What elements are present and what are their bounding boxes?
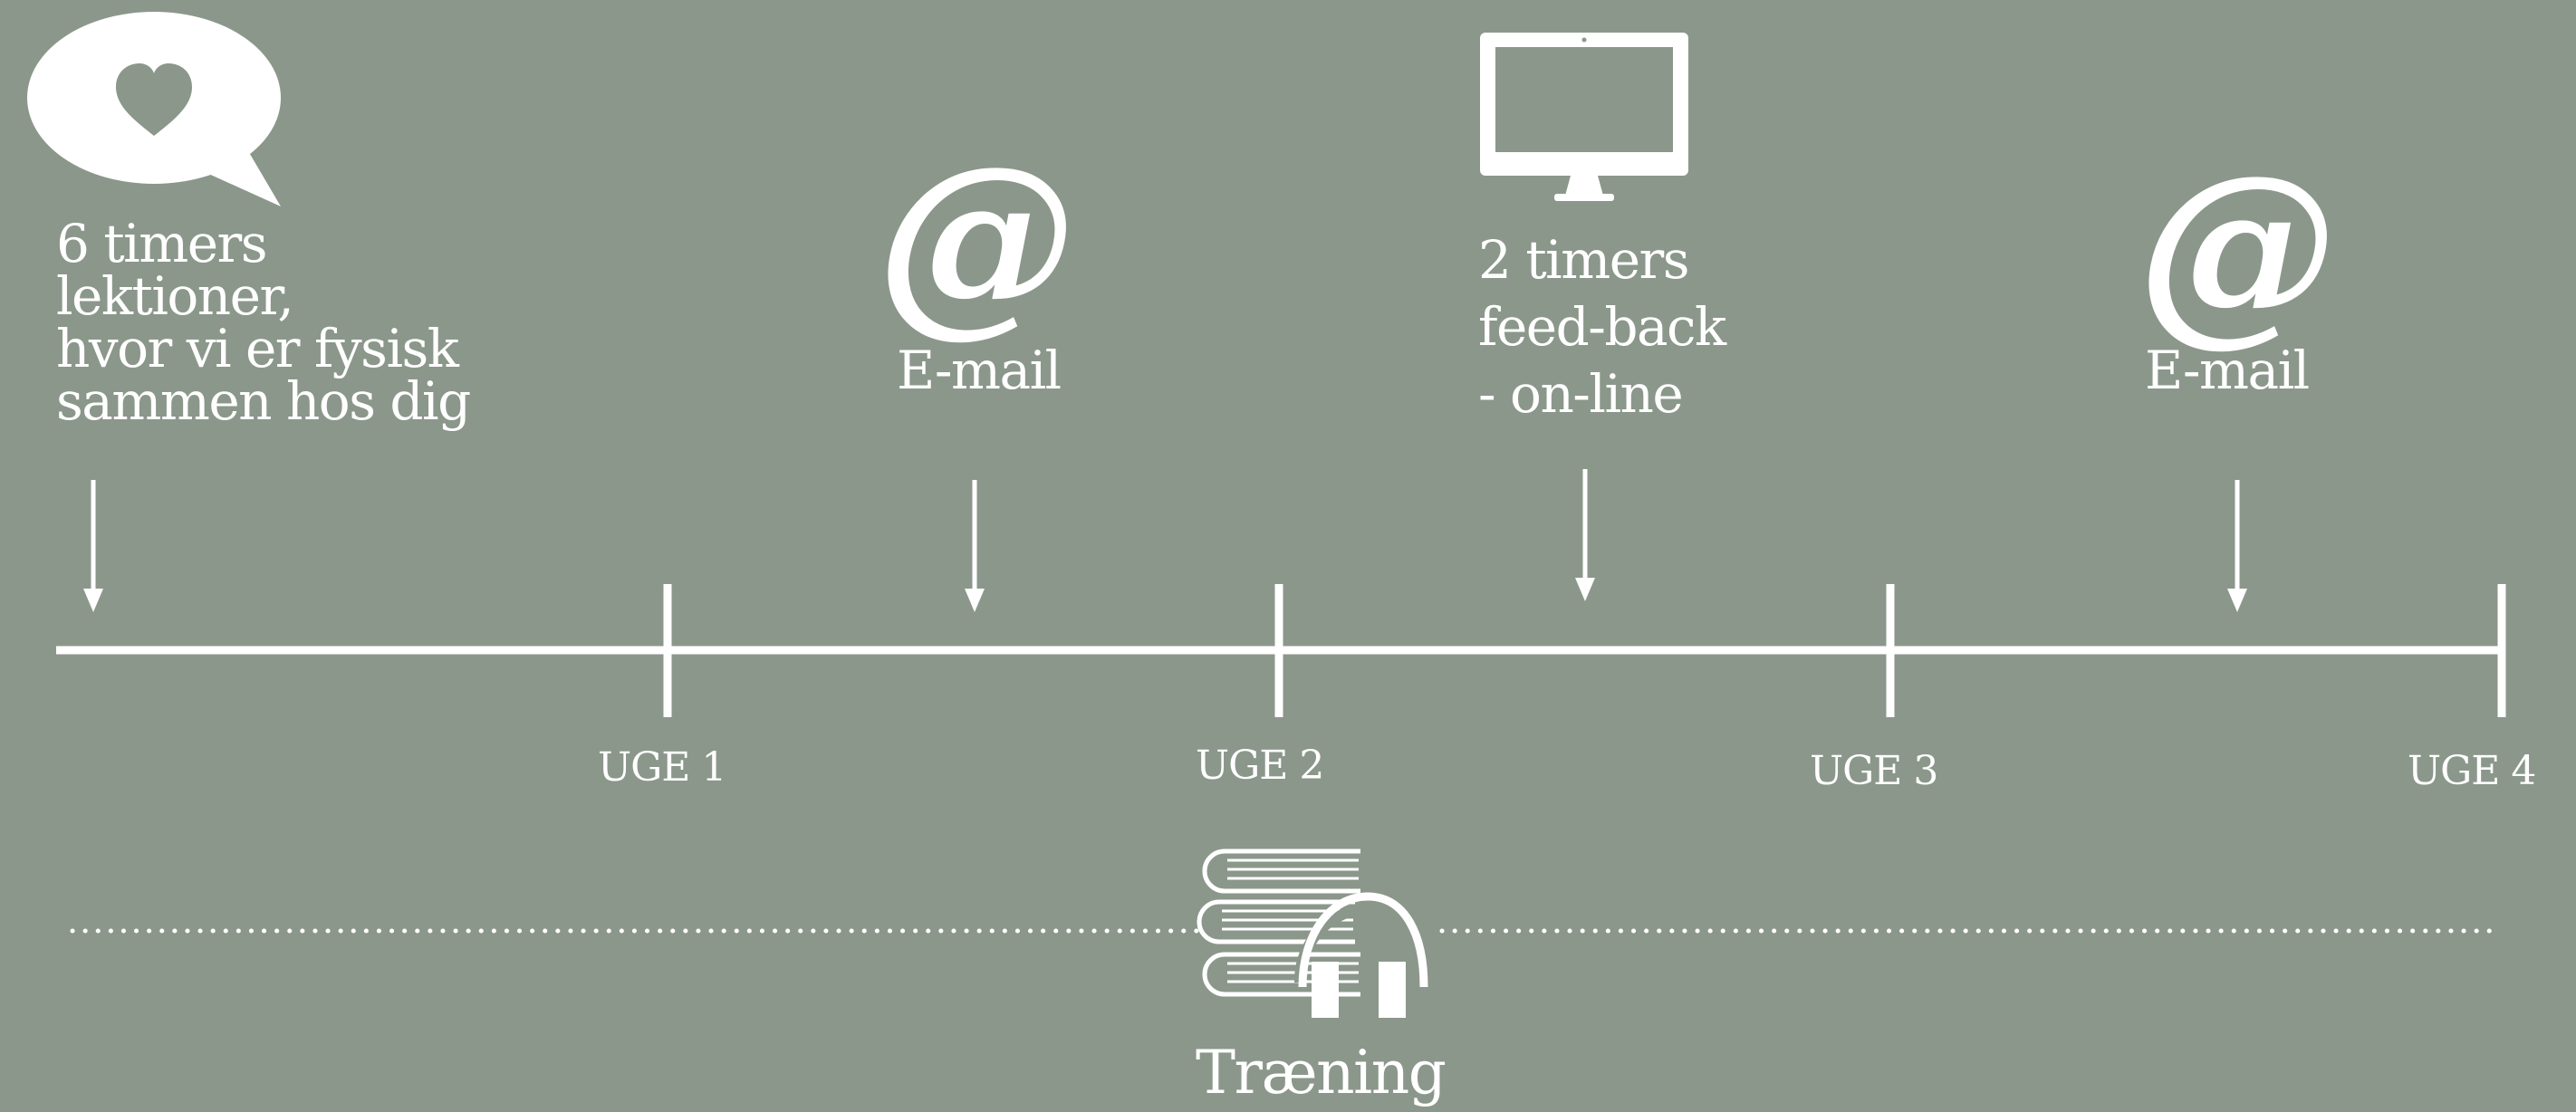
arrow-down-icon <box>965 480 985 612</box>
timeline-axis <box>56 584 2506 717</box>
event-4-description: E-mail <box>2145 340 2310 401</box>
event-3-description: 2 timers feed-back - on-line <box>1478 229 1726 425</box>
training-label: Træning <box>1196 1038 1447 1107</box>
week-label-2: UGE 2 <box>1196 743 1324 789</box>
week-label-4: UGE 4 <box>2408 748 2536 794</box>
at-sign-icon: @ <box>2138 129 2337 364</box>
arrow-down-icon <box>2227 480 2247 612</box>
speech-bubble-heart-icon <box>27 12 281 206</box>
event-2-description: E-mail <box>897 340 1062 401</box>
week-label-3: UGE 3 <box>1810 748 1938 794</box>
arrow-down-icon <box>83 480 103 612</box>
books-headphones-icon <box>1197 848 1441 1018</box>
week-label-1: UGE 1 <box>598 744 726 791</box>
at-sign-icon: @ <box>877 120 1076 355</box>
arrow-down-icon <box>1575 469 1595 601</box>
computer-monitor-icon <box>1480 33 1688 201</box>
event-1-description: 6 timers lektioner, hvor vi er fysisk sa… <box>56 213 471 432</box>
